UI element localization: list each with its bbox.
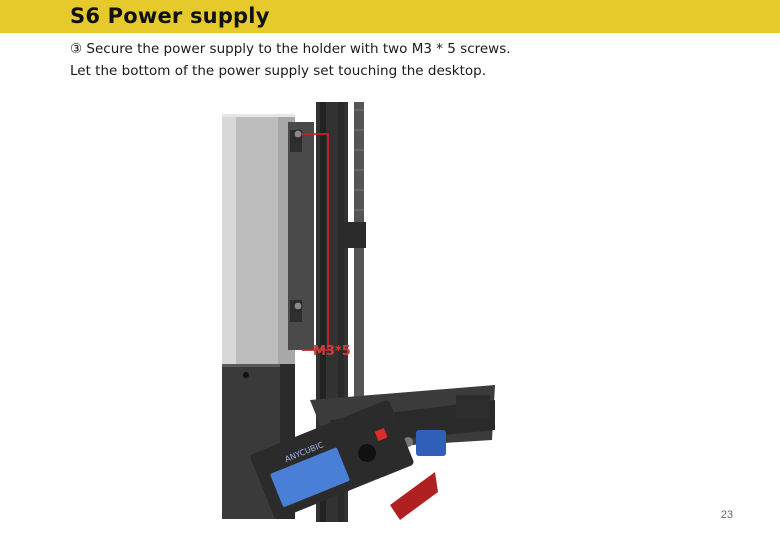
lcd-screen <box>270 447 350 507</box>
power-supply-illustration: M3*5 ANYCUBIC <box>222 102 495 522</box>
instruction-note: Let the bottom of the power supply set t… <box>70 63 487 79</box>
screw-top <box>293 129 303 139</box>
callout-line <box>302 133 329 351</box>
header-bar: S6 Power supply <box>0 0 780 33</box>
page-number: 23 <box>720 509 733 521</box>
section-title: S6 Power supply <box>70 4 270 28</box>
instruction-step: ③ Secure the power supply to the holder … <box>70 41 511 57</box>
screw-label: M3*5 <box>313 344 351 359</box>
lcd-panel: ANYCUBIC <box>250 400 414 520</box>
stepper-motor <box>416 430 446 456</box>
lead-screw <box>354 102 364 402</box>
screw-bottom <box>293 301 303 311</box>
